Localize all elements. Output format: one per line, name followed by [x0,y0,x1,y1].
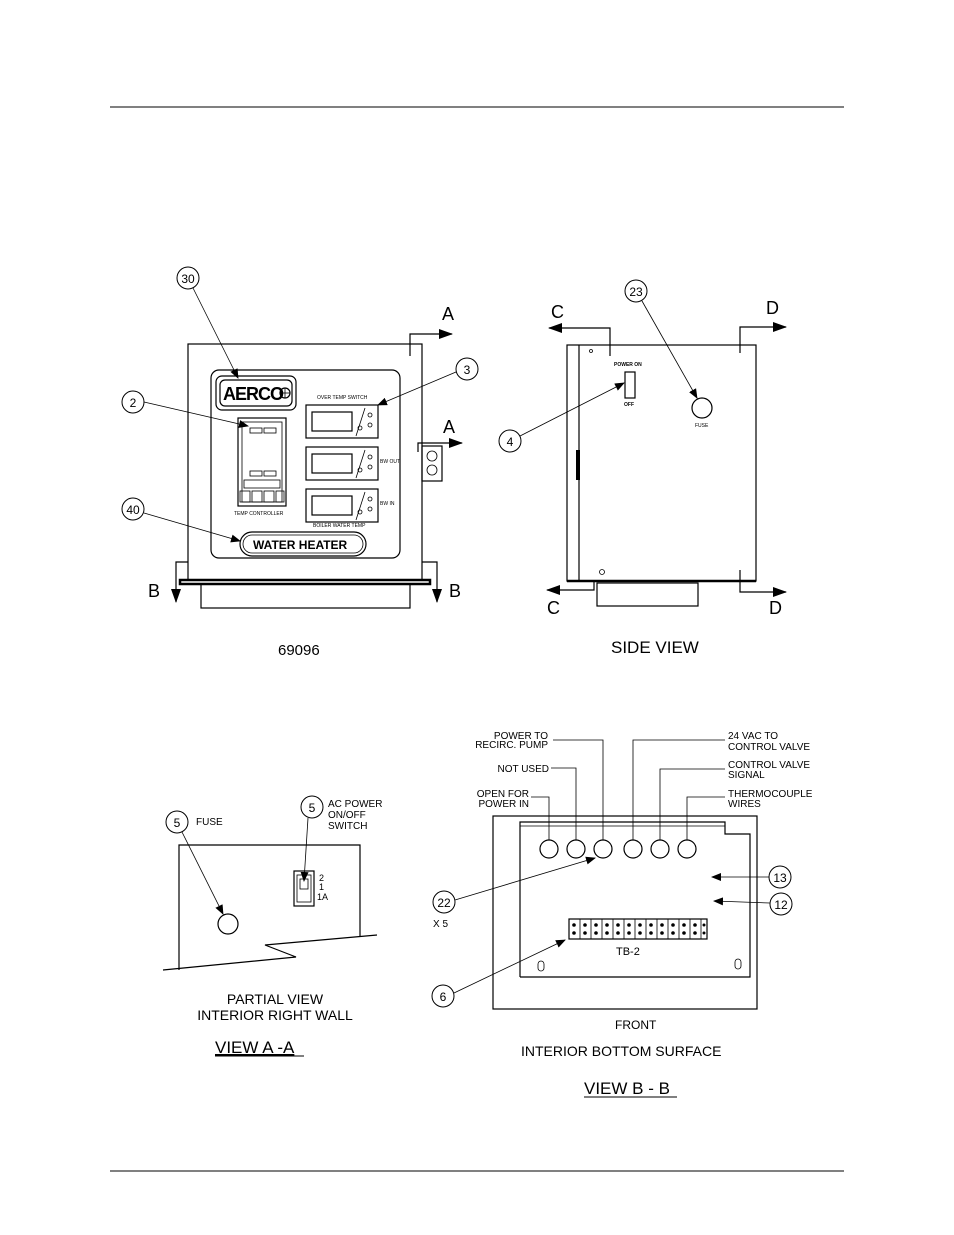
callout-13: 13 [773,871,787,885]
view-a-a-title: VIEW A -A [215,1038,295,1057]
24vac-label-1: 24 VAC TO [728,731,778,742]
fuse-label-aa: FUSE [196,817,223,828]
24vac-label-2: CONTROL VALVE [728,742,810,753]
callout-40: 40 [126,503,140,517]
partial-view-caption-1: PARTIAL VIEW [227,991,324,1007]
section-d-bottom: D [769,598,782,618]
switch-pos-2: 2 [319,873,324,883]
not-used-label: NOT USED [498,764,550,775]
power-on-label: POWER ON [614,362,642,368]
power-to-label-2: RECIRC. PUMP [475,740,548,751]
callout-22: 22 [437,896,451,910]
callout-2: 2 [130,396,137,410]
thermocouple-label-2: WIRES [728,799,761,810]
open-for-label-1: OPEN FOR [477,789,529,800]
over-temp-switch-label: OVER TEMP SWITCH [317,395,368,401]
interior-bottom-caption: INTERIOR BOTTOM SURFACE [521,1043,721,1059]
water-heater-label: WATER HEATER [253,538,348,552]
thermocouple-label-1: THERMOCOUPLE [728,789,813,800]
callout-12: 12 [774,898,788,912]
x5-label: X 5 [433,919,448,930]
view-a-a: 2 1 1A 5 FUSE 5 AC POWER ON/OFF SWITCH P… [162,795,382,1057]
callout-5-switch: 5 [309,801,316,815]
section-c-top: C [551,302,564,322]
callout-30: 30 [181,272,195,286]
open-for-label-2: POWER IN [478,799,529,810]
callout-4: 4 [507,435,514,449]
switch-pos-1a: 1A [317,892,328,902]
front-view: AERCO TEMP CONTROLLER OVER TEMP SWITCH B… [121,266,479,659]
ac-power-label-3: SWITCH [328,821,367,832]
section-a-right: A [443,417,455,437]
bw-out-label: BW OUT [380,459,400,465]
callout-23: 23 [629,285,643,299]
callout-3: 3 [464,363,471,377]
bw-in-label: BW IN [380,501,395,507]
partial-view-caption-2: INTERIOR RIGHT WALL [197,1007,353,1023]
drawing-number: 69096 [278,642,320,659]
section-b-right: B [449,581,461,601]
section-a-top: A [442,304,454,324]
ac-power-label-1: AC POWER [328,799,382,810]
front-label: FRONT [615,1018,657,1032]
callout-6: 6 [440,990,447,1004]
section-b-left: B [148,581,160,601]
tb2-label: TB-2 [616,946,640,958]
cv-signal-label-1: CONTROL VALVE [728,760,810,771]
off-label: OFF [624,402,634,408]
side-view-title: SIDE VIEW [611,638,699,657]
view-b-b-title: VIEW B - B [584,1079,670,1098]
aerco-logo: AERCO [223,384,284,404]
callout-5-fuse: 5 [174,816,181,830]
side-view: POWER ON OFF FUSE C C D D 23 4 SIDE VIEW [498,279,787,657]
power-to-label-1: POWER TO [494,731,548,742]
ac-power-label-2: ON/OFF [328,810,366,821]
view-b-b: POWER TO RECIRC. PUMP NOT USED OPEN FOR … [431,731,813,1098]
switch-pos-1: 1 [319,882,324,892]
fuse-label-side: FUSE [695,423,709,429]
section-c-bottom: C [547,598,560,618]
section-d-top: D [766,298,779,318]
temp-controller-label: TEMP CONTROLLER [234,511,284,517]
cv-signal-label-2: SIGNAL [728,770,765,781]
boiler-water-temp-label: BOILER WATER TEMP [313,523,366,529]
